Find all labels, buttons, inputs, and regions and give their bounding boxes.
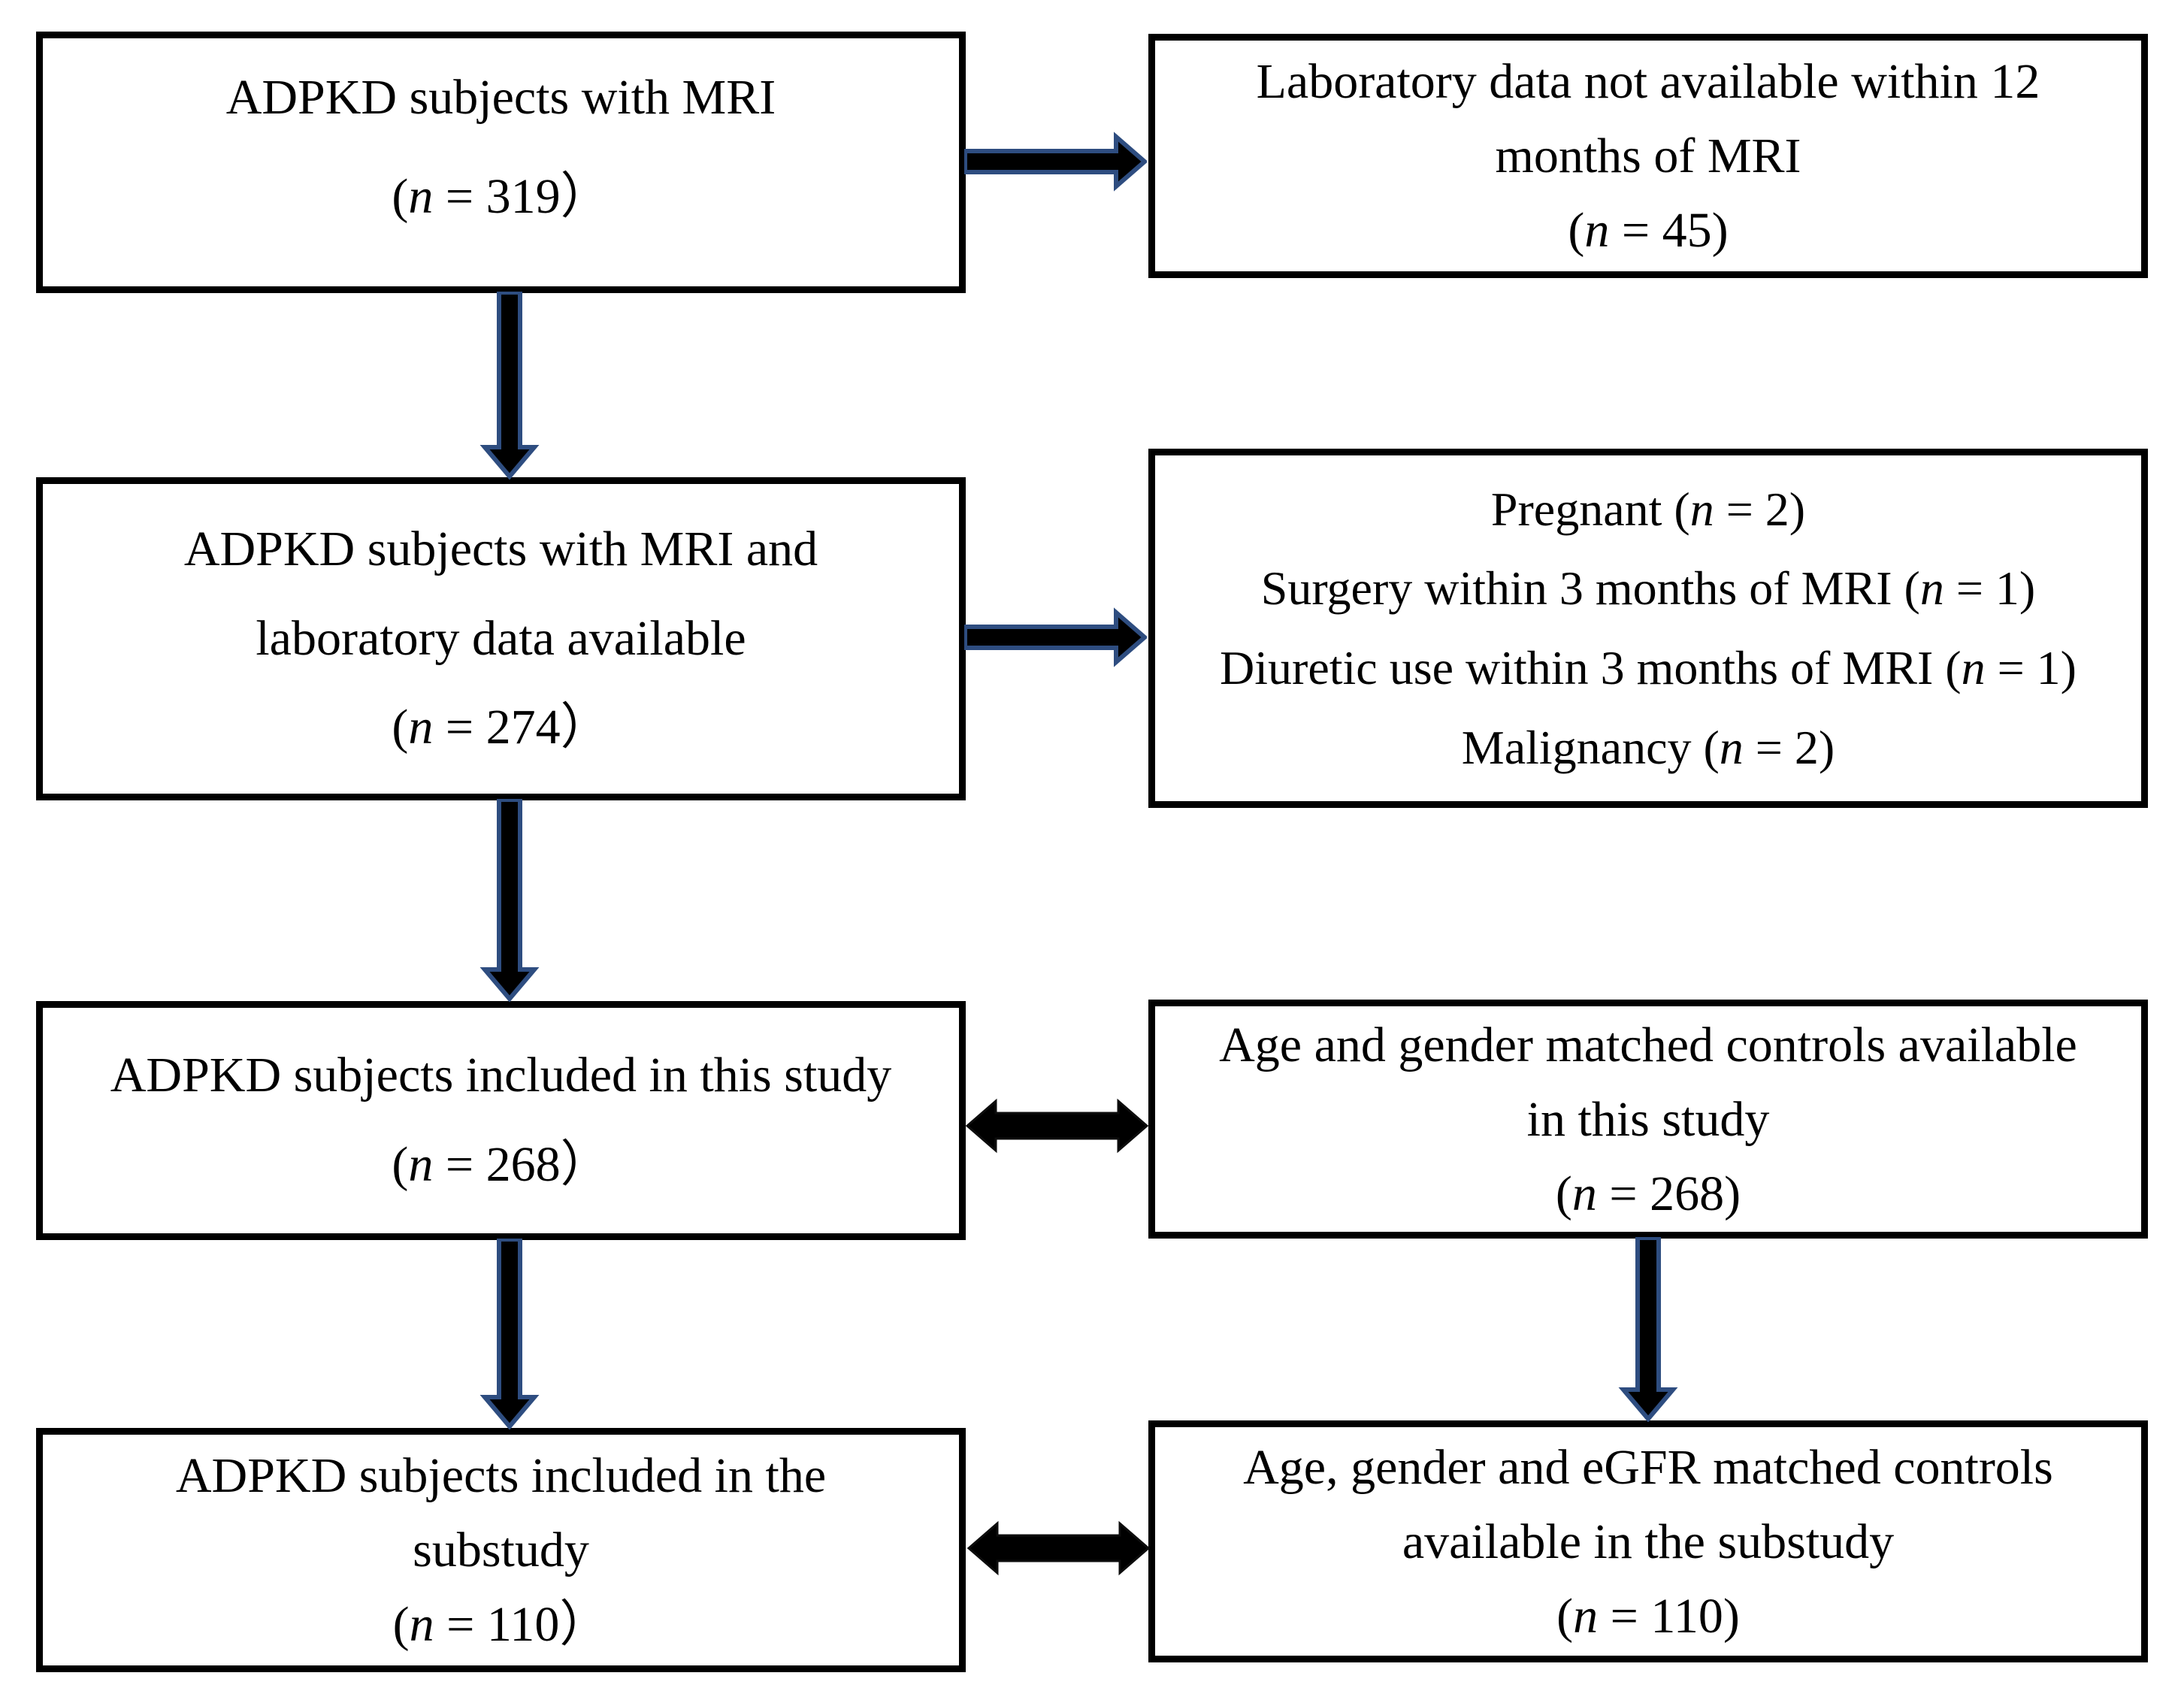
text-line: substudy bbox=[413, 1523, 589, 1577]
text-line: in this study bbox=[1526, 1091, 1770, 1147]
double-arrow-left4-right4 bbox=[967, 1520, 1150, 1576]
flow-box-exclusions: Pregnant (n = 2) Surgery within 3 months … bbox=[1148, 449, 2148, 808]
text-line: Pregnant (n = 2) bbox=[1490, 482, 1806, 536]
text-line: Malignancy (n = 2) bbox=[1461, 720, 1835, 774]
double-arrow-left3-right3 bbox=[966, 1098, 1148, 1154]
text-line: ADPKD subjects included in the bbox=[175, 1448, 827, 1503]
flow-box-mri-and-lab-data-available: ADPKD subjects with MRI and laboratory da… bbox=[36, 477, 966, 800]
text-line: available in the substudy bbox=[1402, 1514, 1895, 1569]
flow-box-lab-data-not-available: Laboratory data not available within 12 m… bbox=[1148, 34, 2148, 278]
flow-box-matched-controls-substudy: Age, gender and eGFR matched controls ava… bbox=[1148, 1420, 2148, 1662]
text-line: Diuretic use within 3 months of MRI (n =… bbox=[1220, 641, 2077, 694]
text-line: Age and gender matched controls availabl… bbox=[1219, 1017, 2077, 1072]
text-line: laboratory data available bbox=[256, 610, 746, 666]
text-line: Laboratory data not available within 12 bbox=[1256, 54, 2040, 109]
text-line: (n = 274） bbox=[392, 700, 610, 755]
text-line: ADPKD subjects with MRI and bbox=[183, 521, 818, 576]
text-line: Surgery within 3 months of MRI (n = 1) bbox=[1260, 561, 2036, 616]
text-line: (n = 268） bbox=[392, 1137, 610, 1192]
down-arrow-left2-to-left3 bbox=[479, 799, 540, 1002]
down-arrow-left1-to-left2 bbox=[479, 292, 540, 479]
text-line: (n = 110) bbox=[1556, 1588, 1740, 1644]
flow-box-matched-controls-study: Age and gender matched controls availabl… bbox=[1148, 1000, 2148, 1239]
text-line: Age, gender and eGFR matched controls bbox=[1243, 1439, 2053, 1495]
flow-box-adpkd-subjects-with-mri: ADPKD subjects with MRI (n = 319） bbox=[36, 32, 966, 293]
text-line: (n = 45) bbox=[1568, 203, 1729, 258]
text-line: (n = 268) bbox=[1555, 1166, 1741, 1221]
text-line: (n = 319） bbox=[392, 169, 610, 224]
flow-box-included-in-substudy: ADPKD subjects included in the substudy (n… bbox=[36, 1428, 966, 1672]
down-arrow-right3-to-right4 bbox=[1618, 1237, 1678, 1422]
text-line: ADPKD subjects included in this study bbox=[110, 1048, 892, 1103]
text-line: (n = 110） bbox=[392, 1597, 610, 1652]
text-line: ADPKD subjects with MRI bbox=[225, 70, 776, 125]
down-arrow-left3-to-left4 bbox=[479, 1239, 540, 1429]
right-arrow-left1-to-right1 bbox=[964, 132, 1147, 192]
right-arrow-left2-to-right2 bbox=[964, 607, 1147, 667]
text-line: months of MRI bbox=[1495, 129, 1801, 183]
flow-box-included-in-study: ADPKD subjects included in this study (n … bbox=[36, 1001, 966, 1240]
